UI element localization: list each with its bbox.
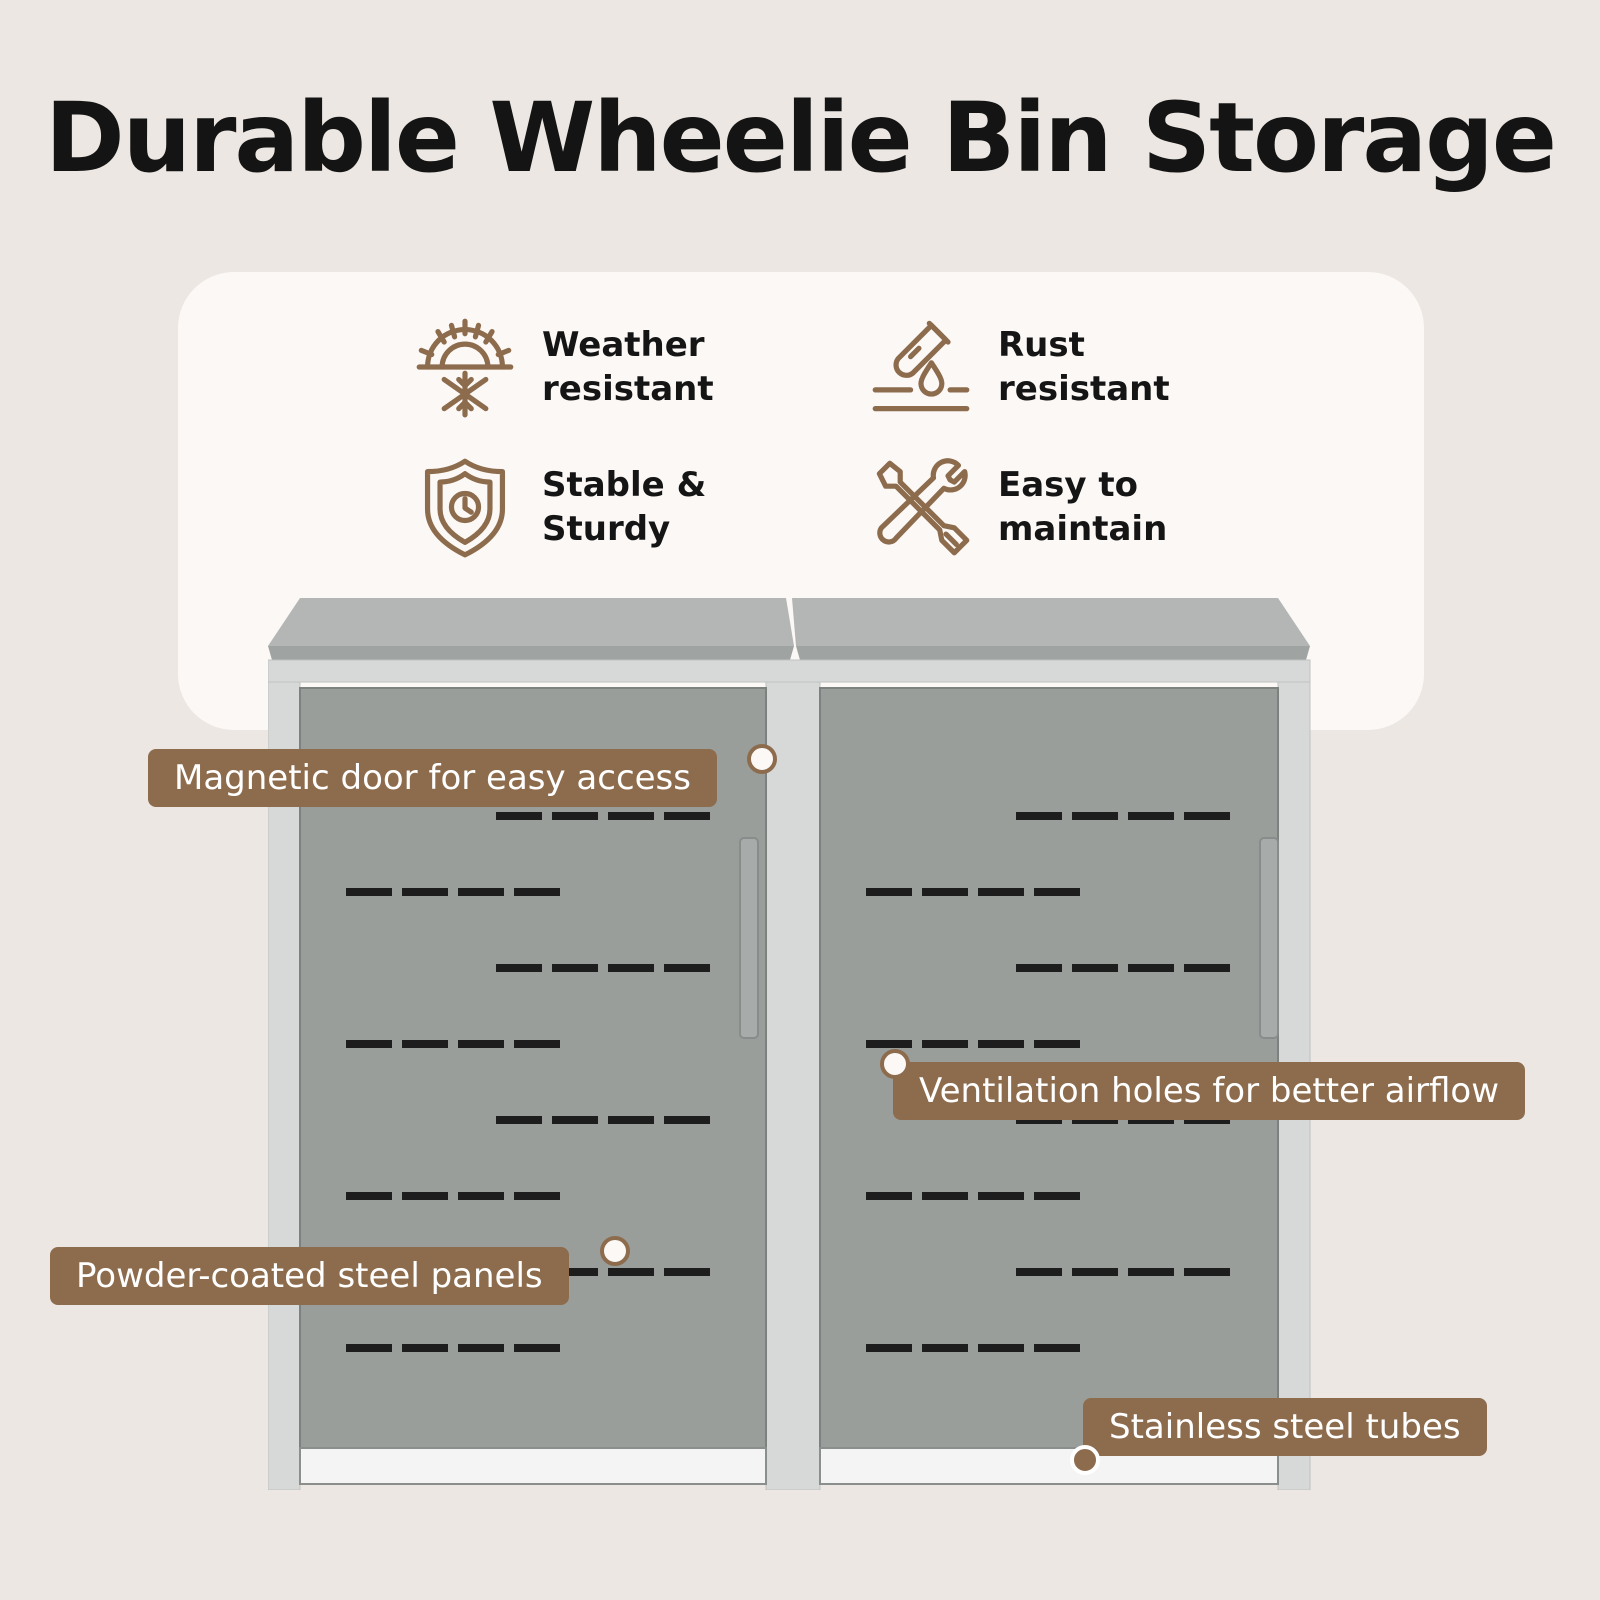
vent-slot <box>552 1116 598 1124</box>
vent-slot <box>552 812 598 820</box>
vent-slot <box>978 1192 1024 1200</box>
vent-slot <box>978 1344 1024 1352</box>
sun-snowflake-icon <box>410 312 520 422</box>
vent-slot <box>978 1040 1024 1048</box>
bin-storage-illustration <box>267 598 1311 1491</box>
vent-slot <box>978 888 1024 896</box>
vent-slot <box>1072 812 1118 820</box>
vent-slot <box>402 1344 448 1352</box>
vent-slot <box>496 812 542 820</box>
bin-storage-unit <box>267 598 1318 1491</box>
vent-slot <box>1128 1116 1174 1124</box>
vent-slot <box>552 964 598 972</box>
vent-slot <box>1034 1344 1080 1352</box>
vent-slot <box>402 1040 448 1048</box>
callout-dot-powder-coated <box>600 1236 630 1266</box>
wrench-screwdriver-icon <box>866 452 976 562</box>
vent-slot <box>1184 812 1230 820</box>
right-lid <box>792 598 1310 646</box>
vent-slot <box>1016 964 1062 972</box>
vent-slot <box>866 1344 912 1352</box>
callout-dot-ventilation <box>880 1049 910 1079</box>
vent-slot <box>664 812 710 820</box>
feature-label: Weather resistant <box>542 325 714 409</box>
ventilation-slots <box>346 812 1230 1352</box>
vent-slot <box>1034 1040 1080 1048</box>
vent-slot <box>608 1116 654 1124</box>
vent-slot <box>866 888 912 896</box>
vent-slot <box>608 1268 654 1276</box>
left-door-handle <box>739 837 759 1039</box>
vent-slot <box>1034 888 1080 896</box>
vent-slot <box>514 1192 560 1200</box>
vent-slot <box>922 1344 968 1352</box>
shield-clock-icon <box>410 452 520 562</box>
feature-weather-resistant: Weather resistant <box>410 312 714 422</box>
page-title: Durable Wheelie Bin Storage <box>45 82 1557 194</box>
vent-slot <box>458 1192 504 1200</box>
left-bottom-bar <box>299 1447 767 1485</box>
vent-slot <box>346 1192 392 1200</box>
vent-slot <box>402 888 448 896</box>
feature-label: Easy to maintain <box>998 465 1168 549</box>
vent-slot <box>1016 1268 1062 1276</box>
vent-slot <box>922 888 968 896</box>
vent-slot <box>1184 1268 1230 1276</box>
vent-slot <box>1016 1116 1062 1124</box>
vent-slot <box>608 964 654 972</box>
vent-slot <box>514 888 560 896</box>
vent-slot <box>458 1040 504 1048</box>
callout-powder-coated: Powder-coated steel panels <box>50 1247 569 1305</box>
vent-slot <box>1072 964 1118 972</box>
vent-slot <box>496 964 542 972</box>
vent-slot <box>458 888 504 896</box>
vent-slot <box>1184 964 1230 972</box>
vent-slot <box>1128 1268 1174 1276</box>
vent-slot <box>664 964 710 972</box>
vent-slot <box>1128 964 1174 972</box>
top-rail <box>267 659 1311 683</box>
callout-dot-magnetic-door <box>747 744 777 774</box>
vent-slot <box>922 1040 968 1048</box>
vent-slot <box>922 1192 968 1200</box>
vent-slot <box>458 1344 504 1352</box>
callout-magnetic-door: Magnetic door for easy access <box>148 749 717 807</box>
vent-slot <box>664 1268 710 1276</box>
vent-slot <box>866 1040 912 1048</box>
right-door-handle <box>1259 837 1279 1039</box>
feature-rust-resistant: Rust resistant <box>866 312 1170 422</box>
vent-slot <box>402 1192 448 1200</box>
callout-ventilation: Ventilation holes for better airflow <box>893 1062 1526 1120</box>
vent-slot <box>496 1116 542 1124</box>
callout-dot-stainless-tubes <box>1070 1445 1100 1475</box>
feature-label: Stable & Sturdy <box>542 465 707 549</box>
vent-slot <box>1128 812 1174 820</box>
callout-stainless-tubes: Stainless steel tubes <box>1083 1398 1487 1456</box>
vent-slot <box>514 1344 560 1352</box>
vent-slot <box>346 1040 392 1048</box>
vent-slot <box>1184 1116 1230 1124</box>
vent-slot <box>1016 812 1062 820</box>
feature-stable-sturdy: Stable & Sturdy <box>410 452 706 562</box>
feature-easy-maintain: Easy to maintain <box>866 452 1167 562</box>
test-tube-drop-icon <box>866 312 976 422</box>
vent-slot <box>1072 1116 1118 1124</box>
right-lid-edge <box>796 646 1310 660</box>
vent-slot <box>866 1192 912 1200</box>
center-post <box>765 681 821 1491</box>
left-lid <box>268 598 794 646</box>
vent-slot <box>346 1344 392 1352</box>
vent-slot <box>664 1116 710 1124</box>
vent-slot <box>552 1268 598 1276</box>
vent-slot <box>1072 1268 1118 1276</box>
vent-slot <box>608 812 654 820</box>
vent-slot <box>1034 1192 1080 1200</box>
vent-slot <box>514 1040 560 1048</box>
feature-label: Rust resistant <box>998 325 1170 409</box>
vent-slot <box>346 888 392 896</box>
left-lid-edge <box>268 646 794 660</box>
